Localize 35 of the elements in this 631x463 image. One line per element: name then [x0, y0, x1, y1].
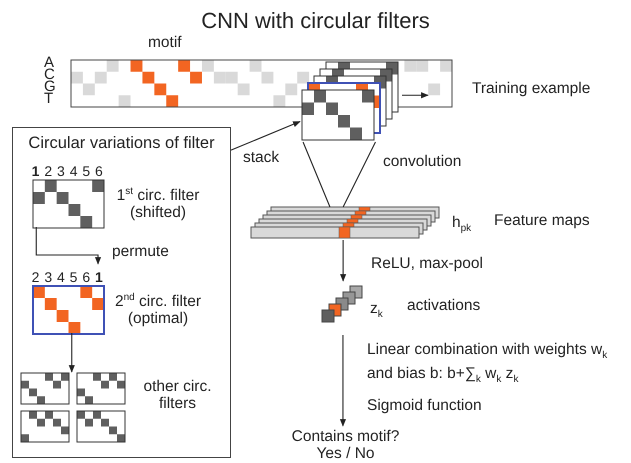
filter-matrix	[77, 373, 125, 404]
filter-variations-panel	[12, 127, 231, 458]
node-label: Feature maps	[494, 212, 590, 229]
node-label: activations	[407, 297, 480, 314]
feature-map-stack	[251, 207, 439, 240]
node-label: 1$^{st}$ circ. filter (shifted)	[116, 187, 200, 221]
panel-title: Circular variations of filter	[27, 134, 216, 153]
arrow	[340, 335, 346, 427]
filter-matrix	[33, 180, 104, 228]
filter-matrix	[21, 373, 69, 404]
convolution-lines	[302, 141, 376, 208]
activation-stack	[320, 283, 365, 323]
diagram-title: CNN with circular filters	[200, 8, 431, 34]
row-label: G	[44, 81, 56, 93]
row-label: A	[44, 57, 54, 69]
arrow	[68, 333, 75, 373]
node-label: 2$^{nd}$ circ. filter (optimal)	[114, 293, 202, 327]
step-label: Sigmoid function	[367, 397, 482, 414]
filter-matrix	[77, 411, 125, 442]
output-question: Contains motif? Yes / No	[283, 428, 408, 462]
arrow	[36, 227, 102, 265]
node-label: motif	[148, 34, 182, 51]
arrow	[340, 240, 346, 282]
arrow	[230, 121, 301, 151]
column-numbers: 1 2 3 4 5 6	[31, 163, 104, 180]
symbol: z$_{k}$	[370, 300, 383, 317]
symbol: h$_{pk}$	[452, 214, 472, 231]
node-label: Training example	[472, 80, 590, 97]
row-label: T	[44, 93, 54, 105]
caption: other circ. filters	[142, 378, 213, 412]
column-numbers: 2 3 4 5 6 1	[31, 269, 104, 286]
filter-matrix	[21, 411, 69, 442]
filter-matrix	[33, 286, 104, 334]
row-label: C	[44, 69, 55, 81]
arrow	[402, 92, 429, 98]
